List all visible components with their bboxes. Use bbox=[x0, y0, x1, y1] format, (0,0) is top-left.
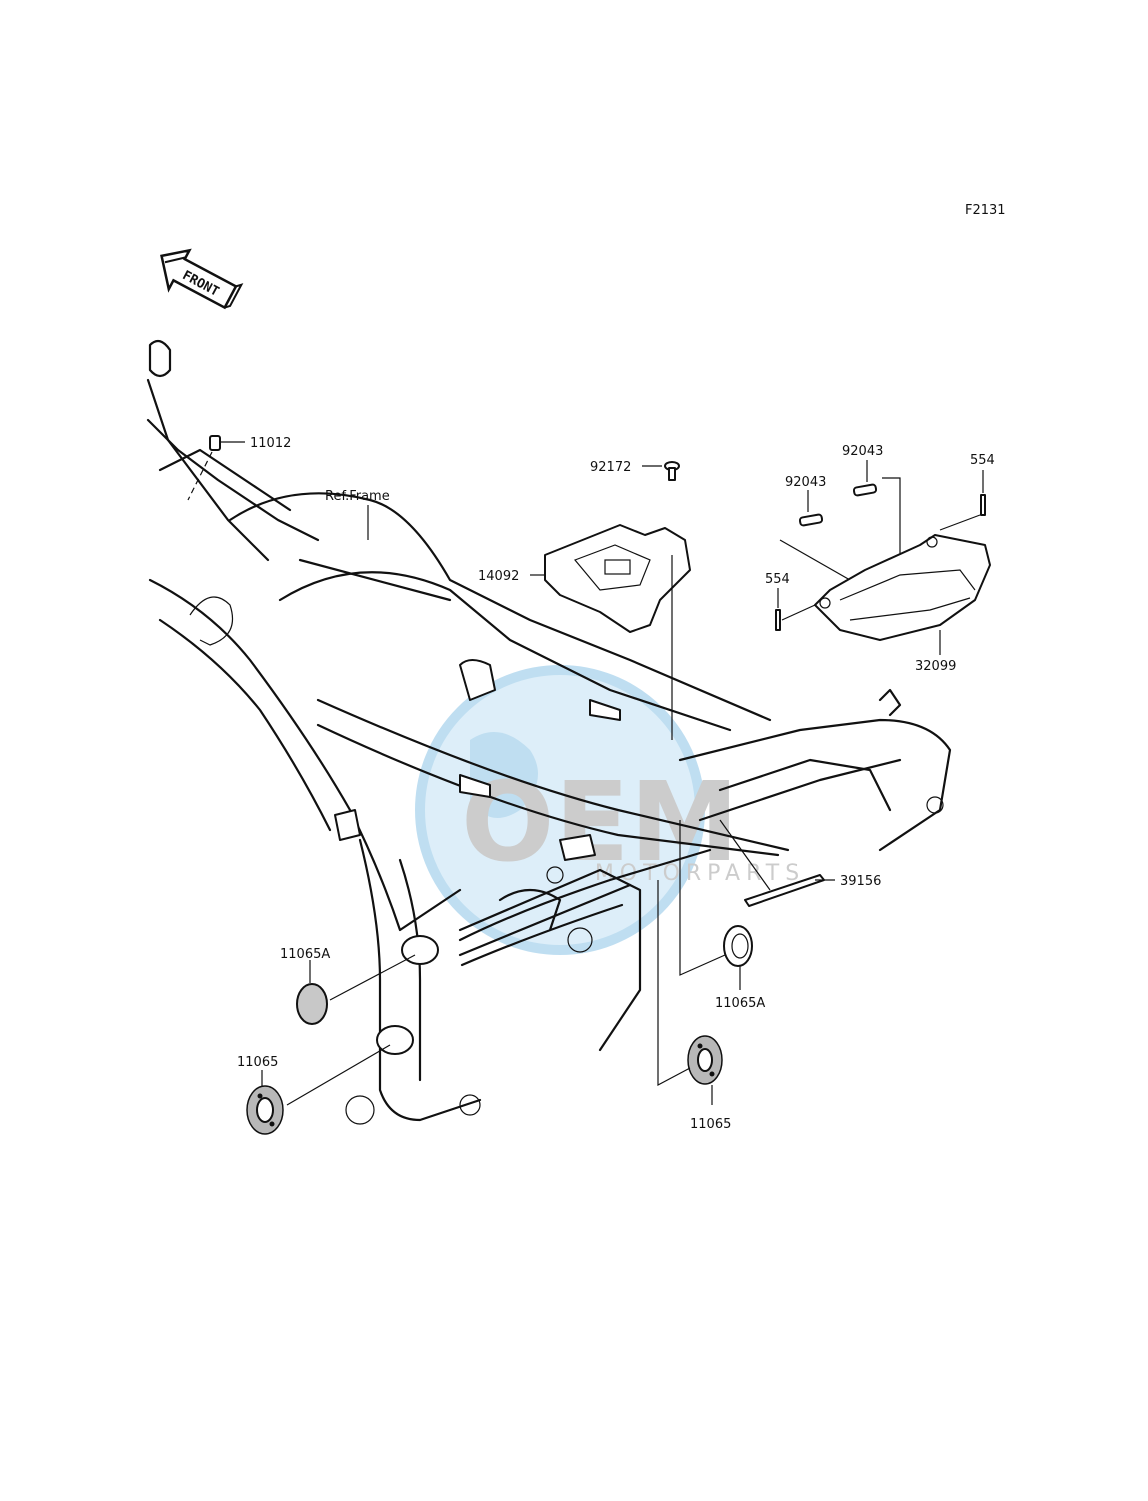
part-number-11065A-right: 11065A bbox=[715, 996, 765, 1011]
part-number-39156: 39156 bbox=[840, 874, 881, 889]
part-554-left: 554 bbox=[765, 572, 816, 631]
part-number-11065A-left: 11065A bbox=[280, 947, 330, 962]
part-11065A-right: 11065A bbox=[679, 820, 765, 1011]
front-arrow-icon: FRONT bbox=[160, 248, 244, 310]
part-11065-right: 11065 bbox=[657, 880, 731, 1132]
part-number-11065-right: 11065 bbox=[690, 1117, 731, 1132]
part-554-right: 554 bbox=[939, 453, 995, 531]
part-11065A-left: 11065A bbox=[280, 947, 416, 1025]
ref-frame-label: Ref.Frame bbox=[325, 489, 390, 504]
part-92172: 92172 bbox=[590, 460, 680, 481]
figure-code: F2131 bbox=[965, 203, 1006, 218]
part-number-92043-lower: 92043 bbox=[785, 475, 826, 490]
watermark-main-text: OEM bbox=[461, 758, 739, 886]
part-32099: 32099 bbox=[814, 534, 991, 674]
part-14092: 14092 bbox=[478, 524, 691, 740]
part-number-14092: 14092 bbox=[478, 569, 519, 584]
part-number-11065-left: 11065 bbox=[237, 1055, 278, 1070]
frame-assembly bbox=[146, 339, 952, 1125]
part-39156: 39156 bbox=[719, 819, 881, 907]
part-92043-lower: 92043 bbox=[779, 475, 851, 581]
part-number-92043-upper: 92043 bbox=[842, 444, 883, 459]
part-number-11012: 11012 bbox=[250, 436, 291, 451]
part-number-554-right: 554 bbox=[970, 453, 995, 468]
part-92043-upper: 92043 bbox=[842, 444, 901, 555]
part-11012: 11012 bbox=[187, 435, 291, 501]
part-number-92172: 92172 bbox=[590, 460, 631, 475]
part-number-554-left: 554 bbox=[765, 572, 790, 587]
watermark: OEM MOTORPARTS bbox=[415, 665, 799, 955]
part-number-32099: 32099 bbox=[915, 659, 956, 674]
part-11065-left: 11065 bbox=[237, 1044, 391, 1135]
